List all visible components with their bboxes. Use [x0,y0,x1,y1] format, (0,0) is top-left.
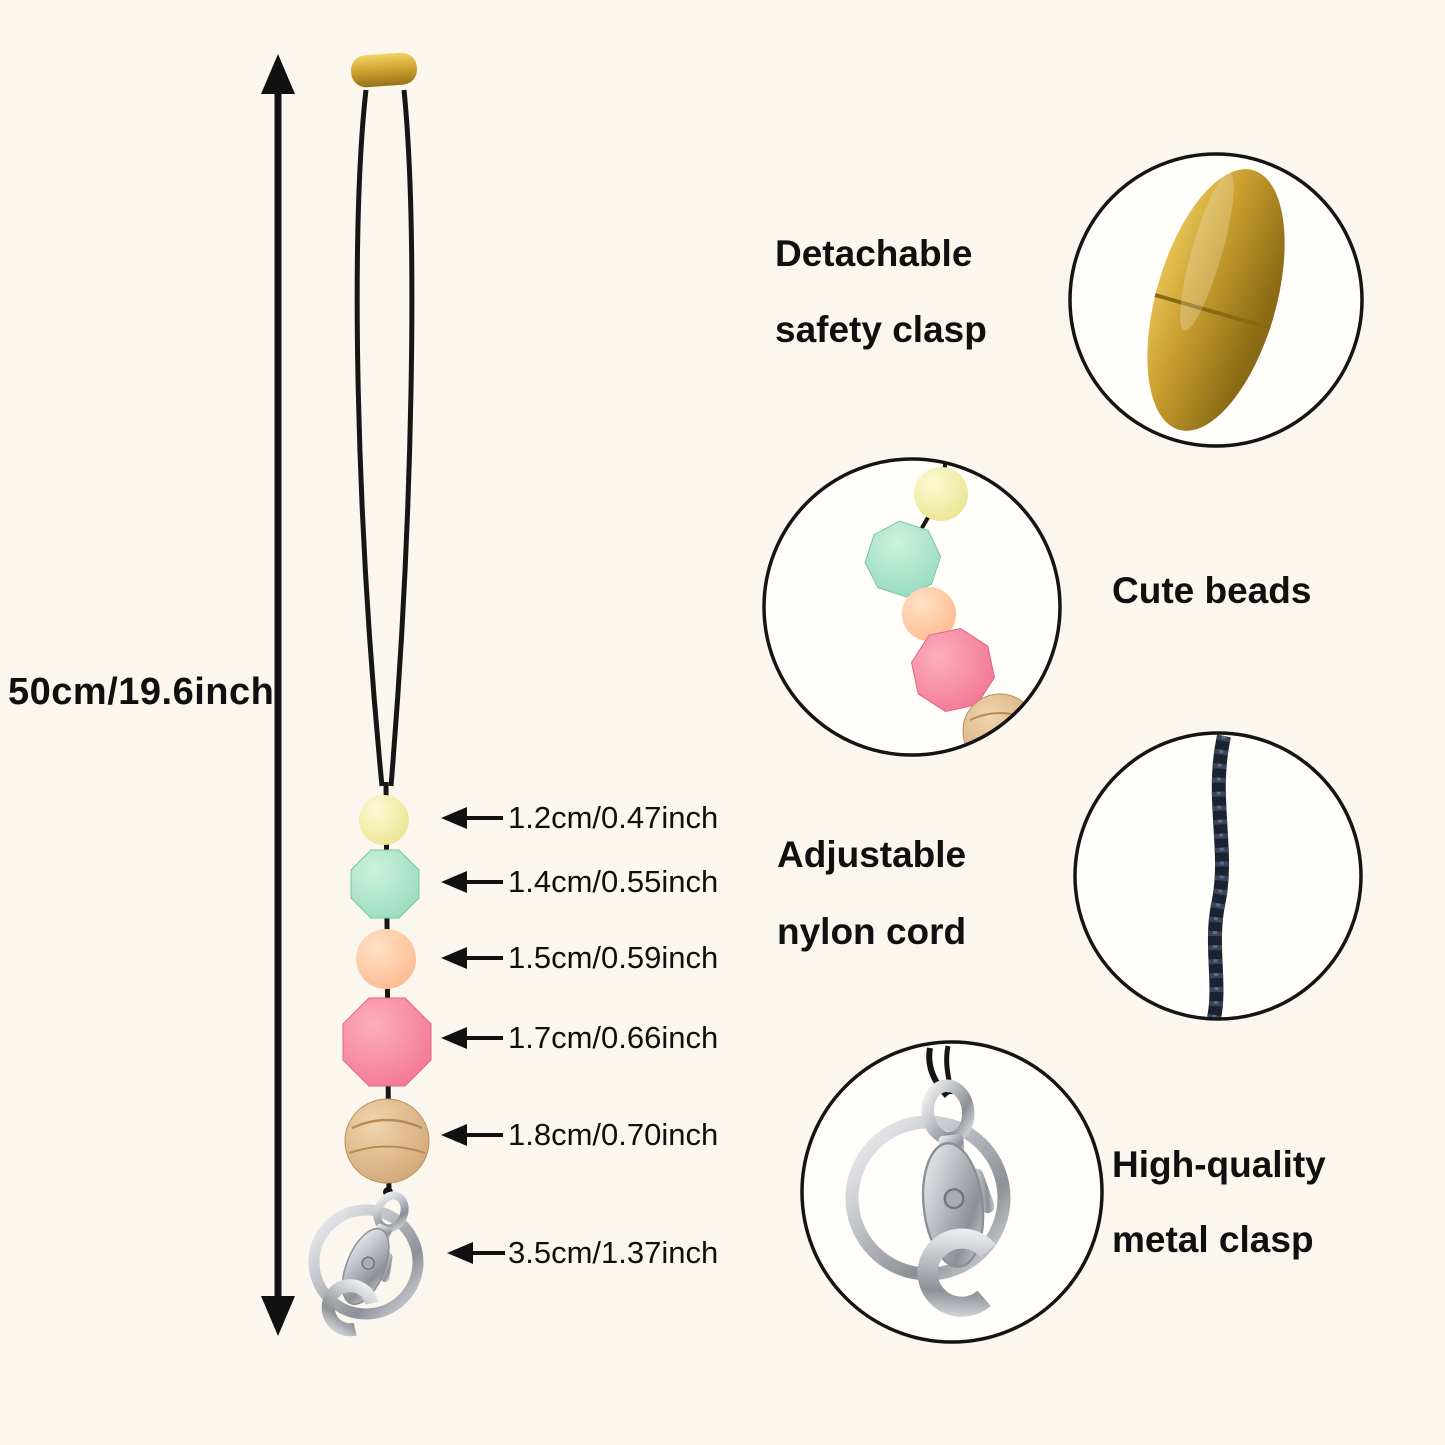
measurement-label-pink-bead: 1.7cm/0.66inch [508,1020,719,1055]
key-ring-icon [308,1204,424,1320]
gold-safety-clasp-icon [350,52,418,88]
cord-zoom-icon [1207,734,1231,1019]
measurement-label-metal-clasp: 3.5cm/1.37inch [508,1235,719,1270]
mint-hexagon-bead [350,849,420,919]
wood-round-bead [344,1098,430,1184]
measurement-arrows [441,807,505,1264]
yellow-round-bead [359,795,409,845]
safety-clasp-label-line1: Detachable [775,233,973,274]
metal-clasp-label-line1: High-quality [1112,1144,1326,1185]
measurement-label-wood-bead: 1.8cm/0.70inch [508,1117,719,1152]
callout-nylon-cord [1073,731,1363,1021]
measurement-label-peach-bead: 1.5cm/0.59inch [508,940,719,975]
length-arrow [261,54,295,1336]
metal-clasp-label-line2: metal clasp [1112,1219,1314,1260]
measurement-label-mint-bead: 1.4cm/0.55inch [508,864,719,899]
safety-clasp-label-line2: safety clasp [775,309,987,350]
gold-clasp-zoom-icon [1147,169,1285,431]
peach-round-bead [356,929,416,989]
total-length-label: 50cm/19.6inch [8,671,275,713]
metal-clasp-zoom-icon [845,1045,1014,1325]
metal-clasp-assembly [310,1184,424,1348]
callout-metal-clasp [800,1040,1104,1344]
nylon-cord-label-line1: Adjustable [777,834,967,875]
measurement-label-yellow-bead: 1.2cm/0.47inch [508,800,719,835]
nylon-cord-label-line2: nylon cord [777,911,967,952]
pink-hexagon-bead [342,997,432,1087]
cute-beads-label: Cute beads [1112,570,1312,611]
callout-safety-clasp [1068,152,1364,448]
callout-cute-beads [762,457,1062,757]
